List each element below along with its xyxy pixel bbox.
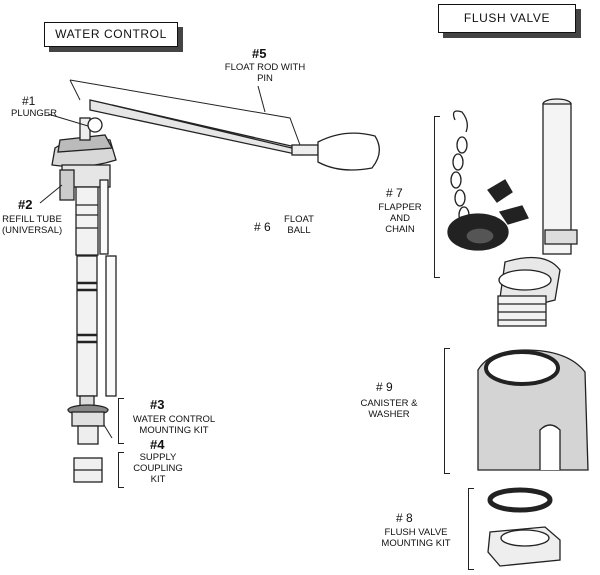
part-9-label: CANISTER & WASHER	[360, 398, 418, 420]
part-1-number: #1	[22, 94, 36, 108]
part-7-label: FLAPPER AND CHAIN	[378, 202, 422, 235]
flush-valve-drawing	[497, 98, 578, 327]
part-4-label: SUPPLY COUPLING KIT	[133, 452, 183, 485]
flush-valve-title: FLUSH VALVE	[463, 11, 551, 25]
part-8-label: FLUSH VALVE MOUNTING KIT	[381, 527, 451, 549]
part-3-label: WATER CONTROL MOUNTING KIT	[132, 414, 216, 436]
flush-valve-header: FLUSH VALVE	[438, 4, 576, 33]
float-rod-drawing	[89, 99, 380, 171]
flapper-chain-drawing	[447, 110, 529, 251]
part-1-label: PLUNGER	[11, 108, 57, 119]
part-5-number: #5	[252, 46, 267, 61]
fill-valve-drawing	[51, 117, 117, 483]
part-9-number: # 9	[376, 380, 393, 394]
water-control-title: WATER CONTROL	[55, 27, 167, 41]
part-4-number: #4	[150, 437, 165, 452]
part-5-label: FLOAT ROD WITH PIN	[224, 62, 306, 84]
part-6-number: # 6	[254, 220, 271, 234]
part-3-number: #3	[150, 397, 165, 412]
part-8-number: # 8	[396, 511, 413, 525]
part-6-label: FLOAT BALL	[284, 214, 314, 236]
part-2-number: #2	[18, 197, 33, 212]
flush-valve-mounting-kit-drawing	[487, 487, 561, 567]
part-2-label: REFILL TUBE (UNIVERSAL)	[2, 214, 63, 236]
part-7-number: # 7	[386, 186, 403, 200]
canister-drawing	[477, 349, 589, 471]
water-control-header: WATER CONTROL	[44, 22, 178, 47]
